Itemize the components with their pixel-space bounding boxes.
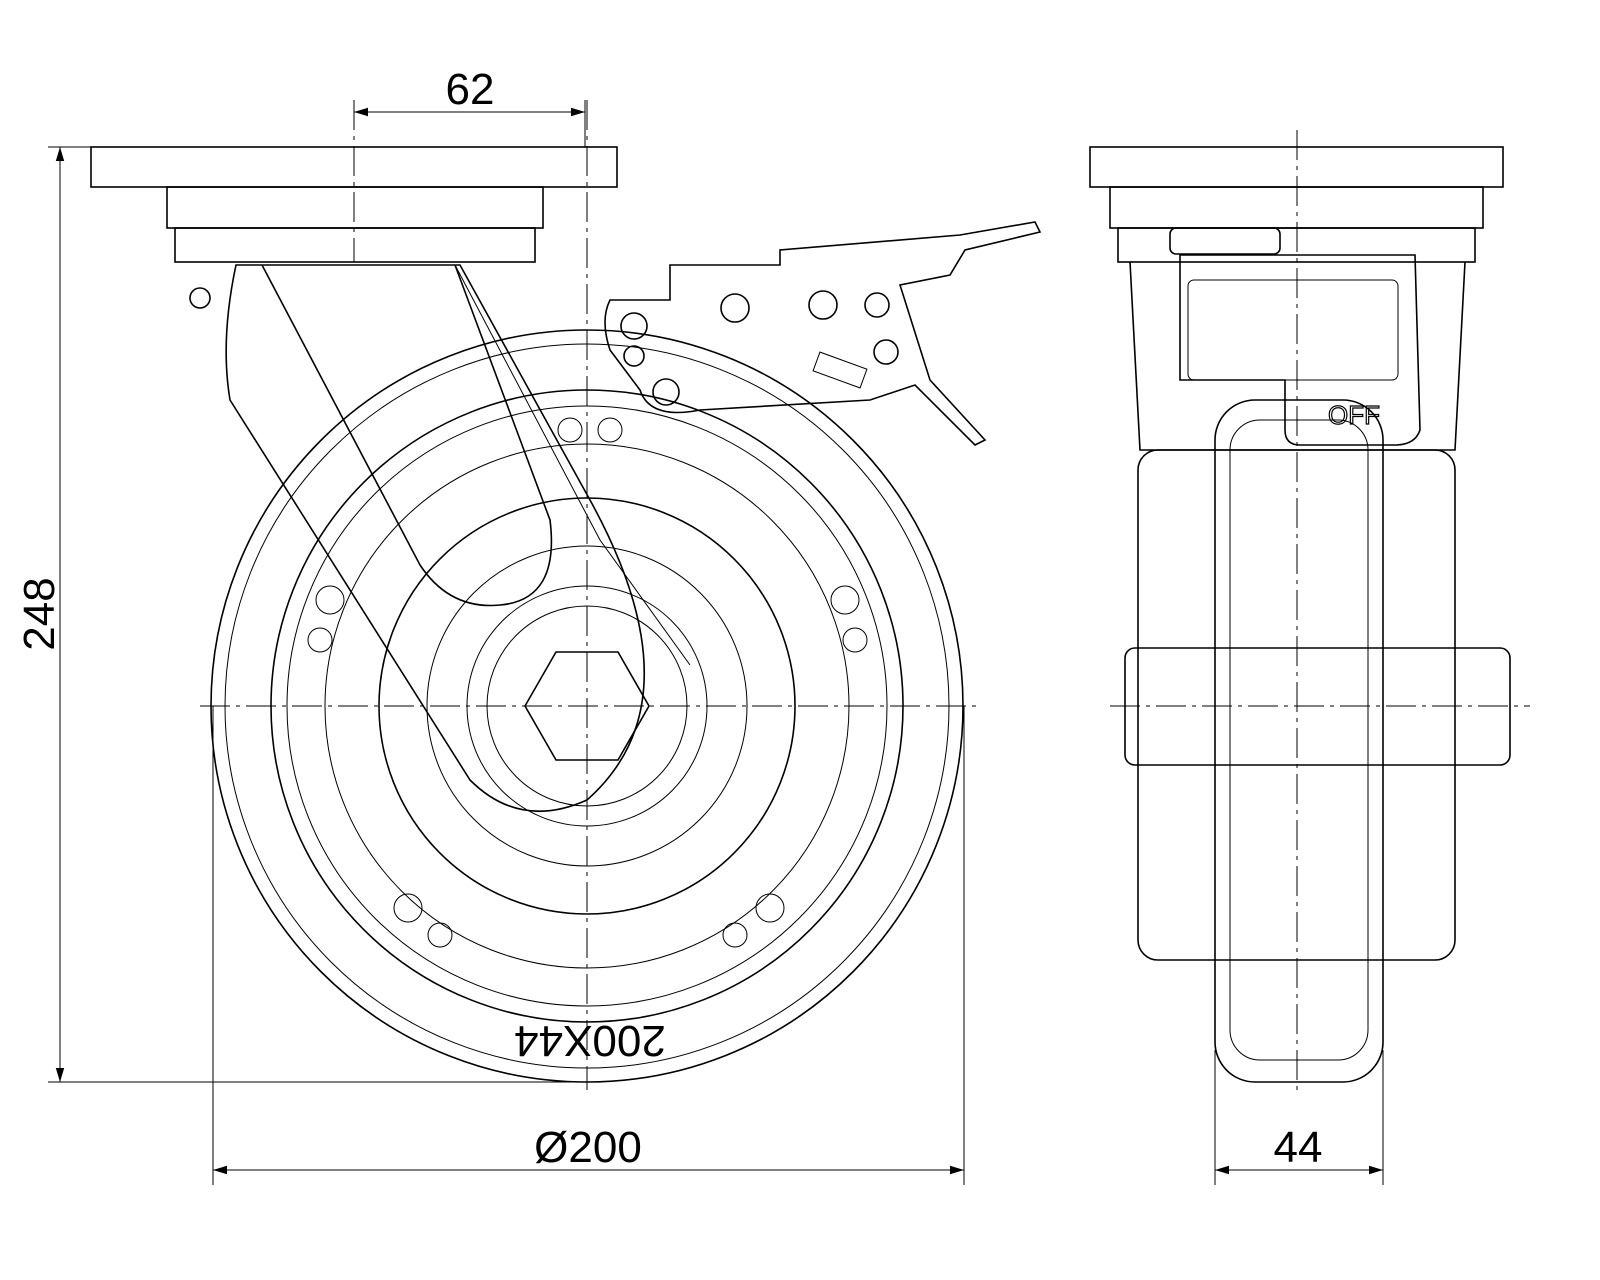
- brake-pedal-front: [1179, 254, 1421, 446]
- side-view: 200X44: [90, 100, 1042, 1090]
- brake-rivets: [620, 290, 899, 406]
- height-dimension-label: 248: [15, 577, 64, 650]
- brake-lever: [189, 221, 1042, 446]
- dimension-offset: 62: [354, 65, 586, 147]
- offset-dimension-label: 62: [446, 65, 495, 114]
- fork-leg: [225, 264, 691, 812]
- spoke-windows: [307, 417, 868, 948]
- front-view: OFF: [1089, 130, 1530, 1090]
- width-dimension-label: 44: [1274, 1123, 1323, 1172]
- diameter-dimension-label: Ø200: [534, 1123, 642, 1172]
- tire-front: [1214, 399, 1384, 1083]
- brake-off-label: OFF: [1328, 400, 1380, 430]
- tire-marking: 200X44: [514, 1016, 666, 1065]
- axle-nut-hex: [524, 651, 650, 761]
- swivel-ring: [174, 227, 536, 263]
- dimension-width: 44: [1214, 1050, 1384, 1185]
- dimension-height: 248: [15, 146, 587, 1083]
- grease-nipple: [189, 287, 211, 309]
- swivel-housing: [166, 186, 544, 229]
- dimension-diameter: Ø200: [212, 706, 965, 1185]
